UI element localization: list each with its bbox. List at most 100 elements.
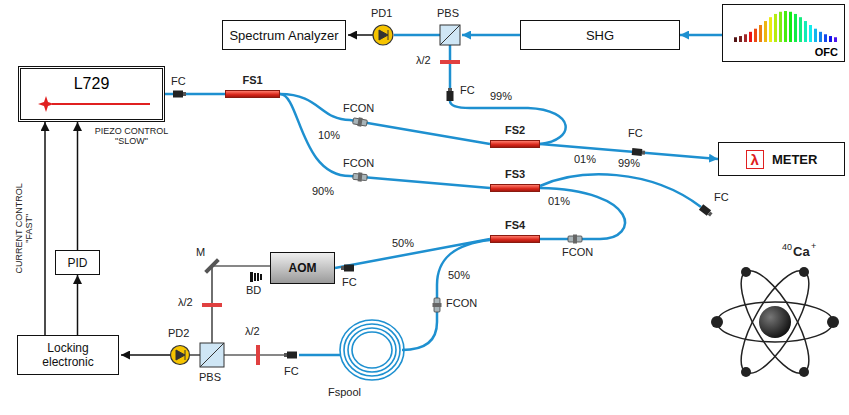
part-label: +: [811, 242, 816, 251]
fiber-connector: [568, 235, 582, 244]
part-label: 90%: [312, 186, 334, 197]
part-label: 10%: [318, 130, 340, 141]
part-label: λ/2: [416, 55, 431, 66]
fiber: [450, 101, 566, 144]
atom-nucleus: [759, 306, 791, 338]
part-label: FC: [460, 85, 475, 96]
part-label: FCON: [446, 298, 477, 309]
beam: [449, 45, 452, 90]
part-label: PD2: [168, 328, 189, 339]
signal-line: [121, 354, 171, 356]
part-label: λ/2: [245, 326, 260, 337]
beam: [394, 34, 440, 37]
fiber-coupler: [447, 88, 454, 101]
aom-box: AOM: [270, 252, 335, 284]
free-beam: [224, 354, 287, 355]
node-label: FS4: [505, 219, 525, 231]
part-label: FC: [714, 192, 729, 203]
laser-star: [38, 96, 54, 112]
half-wave-plate: [202, 303, 222, 307]
control-connector: [77, 122, 79, 250]
fiber: [540, 174, 701, 207]
fiber-connector: [540, 188, 625, 239]
pbs-cube: [440, 25, 460, 45]
instrument-box: Spectrum Analyzer: [222, 20, 346, 50]
node-label: AOM: [289, 261, 317, 275]
photodiode: [171, 346, 190, 365]
fiber: [402, 240, 490, 350]
part-label: 01%: [548, 196, 570, 207]
part-label: PD1: [371, 8, 392, 19]
node-label: FS2: [505, 124, 525, 136]
fiber-spool: [340, 320, 404, 380]
part-label: FC: [171, 76, 186, 87]
fiber-connector: [335, 239, 490, 268]
atom-electrons: [711, 267, 839, 377]
part-label: 99%: [490, 91, 512, 102]
comb-box: OFC: [722, 4, 845, 62]
control-label: CURRENT CONTROL "FAST": [14, 178, 35, 278]
fiber-coupler: [341, 265, 354, 272]
free-beam: [190, 354, 200, 355]
node-label: Spectrum Analyzer: [229, 28, 338, 43]
part-label: PBS: [437, 8, 459, 19]
half-wave-plate: [440, 60, 460, 64]
fiber-connector: [353, 172, 368, 182]
laser-beam: [52, 103, 150, 105]
beam: [462, 34, 520, 37]
node-label: OFC: [815, 46, 838, 58]
part-label: BD: [246, 285, 261, 296]
part-label: Fspool: [328, 387, 361, 398]
photodiode: [379, 30, 388, 40]
part-label: FCON: [343, 103, 374, 114]
fiber-splitter: FS4: [490, 235, 540, 243]
fiber-connector: [352, 116, 367, 127]
node-label: L729: [74, 75, 110, 92]
part-label: FC: [342, 277, 357, 288]
fiber-coupler: [632, 148, 646, 156]
controller-box: PID: [55, 250, 100, 275]
part-label: Ca: [793, 245, 810, 258]
part-label: 50%: [392, 238, 414, 249]
node-label: Locking electronic: [23, 341, 113, 369]
fiber-connector: [540, 144, 718, 159]
part-label: FC: [284, 366, 299, 377]
fiber-coupler: [284, 352, 297, 359]
fiber-splitter: FS1: [225, 90, 280, 98]
part-label: 40: [782, 243, 792, 252]
node-label: PID: [67, 256, 87, 270]
node-label: FS3: [505, 168, 525, 180]
part-label: 01%: [574, 154, 596, 165]
beam-dump: [250, 272, 262, 282]
part-label: λ/2: [178, 297, 193, 308]
fiber-splitter: FS3: [490, 184, 540, 192]
control-label: PIEZO CONTROL "SLOW": [84, 126, 179, 147]
part-label: M: [196, 247, 205, 258]
fiber-coupler: [699, 204, 714, 218]
node-label: METER: [772, 152, 818, 167]
atom-illustration: [717, 262, 833, 382]
process-box: SHG: [520, 20, 680, 50]
node-label: FS1: [242, 74, 262, 86]
fiber-splitter: FS2: [490, 140, 540, 148]
electronics-box: Locking electronic: [17, 335, 119, 375]
node-label: SHG: [586, 28, 614, 43]
part-label: FCON: [562, 247, 593, 258]
wavemeter-box: λ METER: [718, 142, 845, 176]
pbs-cube: [200, 343, 224, 367]
photodiode: [373, 25, 393, 45]
part-label: FCON: [343, 158, 374, 169]
fiber-coupler: [173, 91, 186, 98]
part-label: PBS: [199, 372, 221, 383]
fiber-connector: [280, 94, 490, 144]
part-label: FC: [628, 128, 643, 139]
control-connector: [44, 122, 46, 335]
signal-line: [348, 34, 373, 36]
fiber-connector: [680, 34, 722, 37]
laser-box: L729: [18, 66, 165, 122]
pbs-cube: [440, 25, 460, 45]
control-connector: [77, 275, 79, 335]
pbs-cube: [200, 343, 224, 367]
node-label: λ: [746, 150, 764, 169]
mirror: [204, 258, 220, 274]
